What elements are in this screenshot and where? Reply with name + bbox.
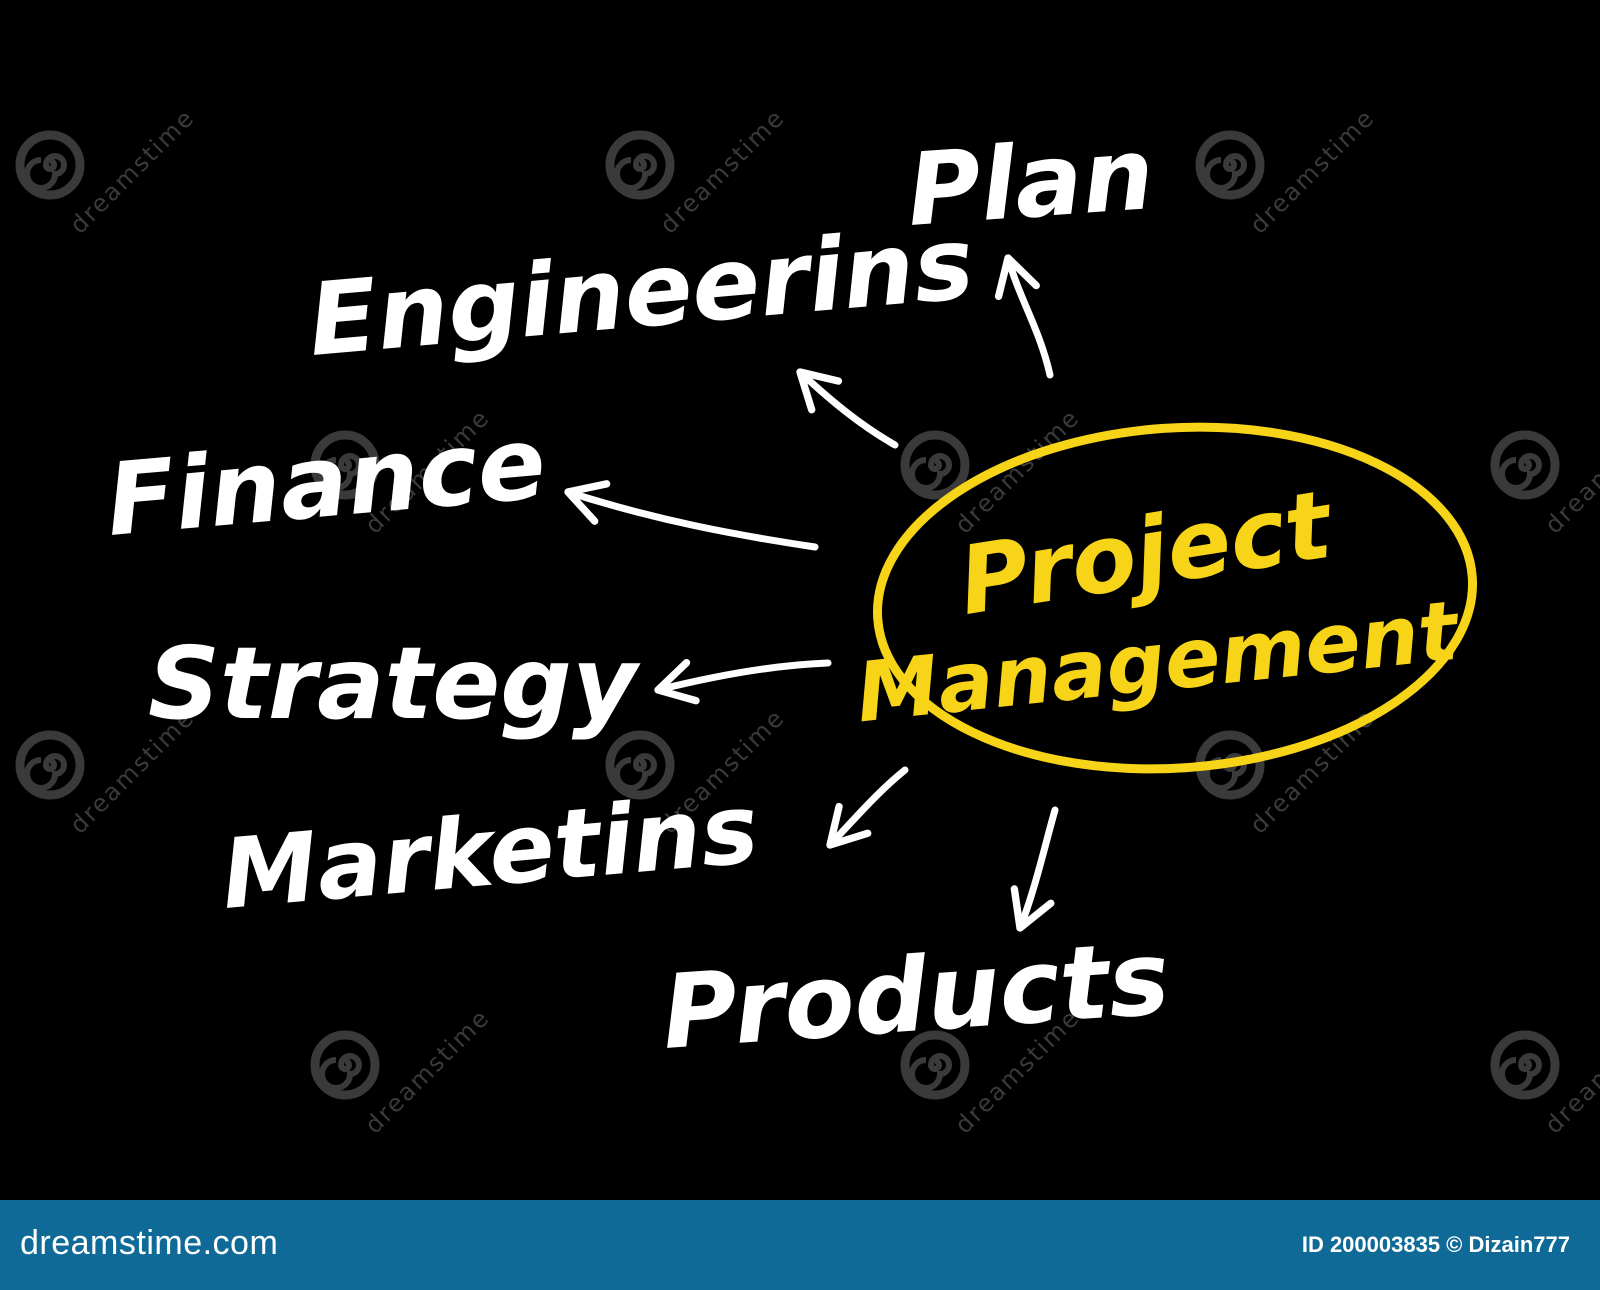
- branch-label-finance: Finance: [102, 404, 550, 559]
- watermark-text: dreamstime: [1539, 403, 1600, 539]
- mind-map: dreamstime dreamstime dreamstime dreamstime…: [15, 103, 1600, 1139]
- branch-label-marketing: Marketins: [217, 772, 762, 930]
- watermark-logo-icon: [15, 730, 85, 800]
- watermark-logo-icon: [1490, 1030, 1560, 1100]
- arrow-to-plan: [994, 254, 1054, 379]
- branch-label-engineerings: Engineerins: [304, 204, 978, 379]
- arrow-to-marketing: [826, 766, 909, 849]
- watermark-logo-icon: [310, 1030, 380, 1100]
- watermark-text: dreamstime: [654, 103, 790, 239]
- watermark-logo-icon: [1490, 430, 1560, 500]
- branch-label-plan: Plan: [904, 115, 1158, 249]
- watermark-text: dreamstime: [359, 1003, 495, 1139]
- branch-label-strategy: Strategy: [148, 625, 641, 742]
- watermark-logo-icon: [605, 730, 675, 800]
- footer-brand: dreamstime.com: [20, 1224, 279, 1262]
- arrow-to-engineerings: [796, 368, 899, 449]
- watermark-text: dreamstime: [1539, 1003, 1600, 1139]
- center-ellipse: [872, 422, 1478, 774]
- watermark-logo-icon: [1195, 130, 1265, 200]
- watermark-logo-icon: [310, 430, 380, 500]
- watermark-text: dreamstime: [1244, 103, 1380, 239]
- watermark-logo-icon: [900, 1030, 970, 1100]
- watermark-logo-icon: [605, 130, 675, 200]
- footer-credit: ID 200003835 © Dizain777: [1301, 1232, 1570, 1257]
- watermark-logo-icon: [15, 130, 85, 200]
- arrow-to-products: [1010, 806, 1059, 932]
- branch-label-products: Products: [658, 919, 1173, 1073]
- watermark-text: dreamstime: [64, 103, 200, 239]
- watermark-logo-icon: [900, 430, 970, 500]
- arrow-to-strategy: [654, 658, 832, 705]
- diagram-canvas: dreamstime dreamstime dreamstime dreamstime…: [15, 103, 1600, 1140]
- arrow-to-finance: [564, 480, 819, 551]
- footer-bar: dreamstime.com ID 200003835 © Dizain777: [0, 1200, 1600, 1290]
